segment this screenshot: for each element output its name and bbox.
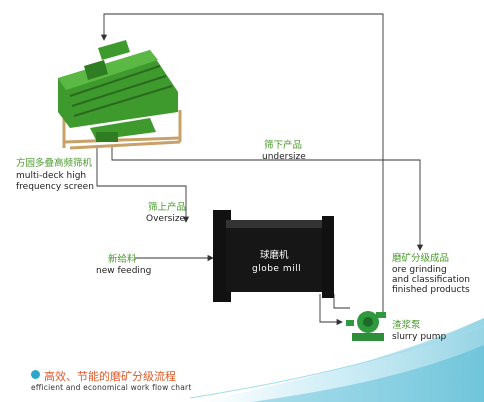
undersize-label-cn: 筛下产品 <box>264 140 303 151</box>
undersize-line <box>111 145 424 251</box>
undersize-label-en: undersize <box>262 152 306 162</box>
discharge-line <box>319 294 343 326</box>
mill-label-cn: 球磨机 <box>260 250 289 261</box>
products-label-cn: 磨矿分级成品 <box>392 253 450 264</box>
screen-label-en1: multi-deck high <box>16 171 87 181</box>
return-line <box>100 13 384 312</box>
pump-label-cn: 渣浆泵 <box>392 320 421 331</box>
products-label-en2: and classification <box>392 275 471 285</box>
chart-title: 高效、节能的磨矿分级流程 <box>44 370 176 383</box>
title-bullet-icon <box>31 370 40 379</box>
feeding-label-en: new feeding <box>96 266 152 276</box>
chart-subtitle: efficient and economical work flow chart <box>31 383 192 392</box>
pump-label-en: slurry pump <box>392 332 447 342</box>
screen-label-en2: frequency screen <box>16 182 94 192</box>
products-label-en3: finished products <box>392 285 470 295</box>
screen-label-cn: 方园多叠高频筛机 <box>16 158 93 169</box>
discharge-line-2 <box>333 294 350 309</box>
oversize-label-cn: 筛上产品 <box>148 202 187 213</box>
oversize-label-en: Oversize <box>146 214 186 224</box>
feeding-label-cn: 新给料 <box>108 254 137 265</box>
mill-label-en: globe mill <box>252 264 302 274</box>
oversize-line <box>96 145 190 223</box>
products-label-en1: ore grinding <box>392 265 447 275</box>
